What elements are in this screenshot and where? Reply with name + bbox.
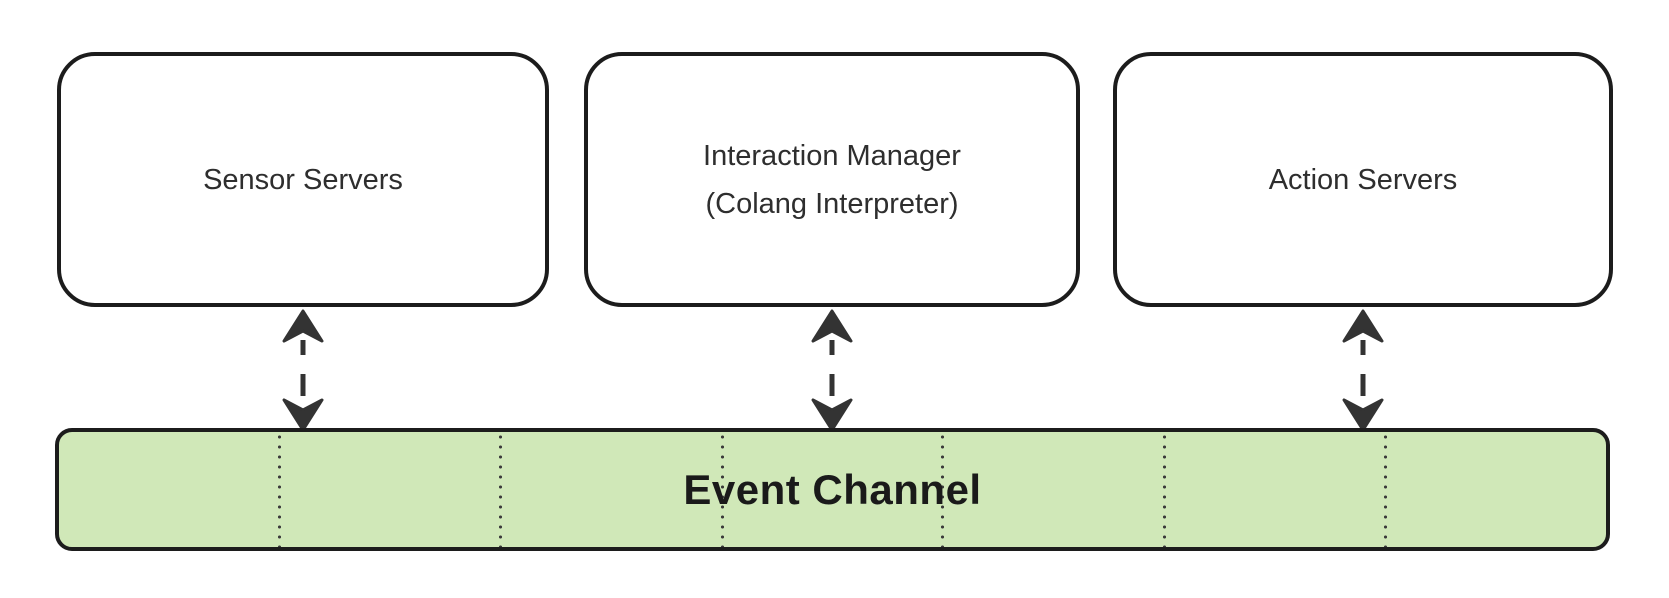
connector-sensor-to-event-channel: [282, 309, 324, 432]
arrowhead-down-icon: [811, 398, 853, 432]
node-sensor-servers: Sensor Servers: [57, 52, 549, 307]
arrowhead-up-icon: [811, 309, 853, 343]
lane-divider: [1162, 432, 1166, 547]
node-label-line: Action Servers: [1268, 163, 1458, 196]
node-label-subline: (Colang Interpreter): [705, 187, 959, 220]
lane-divider: [499, 432, 503, 547]
arrowhead-down-icon: [282, 398, 324, 432]
node-label-line: Interaction Manager: [703, 139, 961, 172]
node-sensor-servers-label: Sensor Servers: [203, 156, 403, 204]
arrowhead-up-icon: [282, 309, 324, 343]
lane-divider: [278, 432, 282, 547]
lane-divider: [1383, 432, 1387, 547]
connector-action-servers-to-event-channel: [1342, 309, 1384, 432]
node-interaction-manager: Interaction Manager (Colang Interpreter): [584, 52, 1080, 307]
lane-divider: [720, 432, 724, 547]
event-channel-label: Event Channel: [683, 465, 982, 513]
node-action-servers-label: Action Servers: [1269, 156, 1458, 204]
lane-divider: [941, 432, 945, 547]
event-channel-bar: Event Channel: [55, 428, 1610, 551]
arrowhead-down-icon: [1342, 398, 1384, 432]
node-label-line: Sensor Servers: [203, 163, 403, 196]
connector-interaction-manager-to-event-channel: [811, 309, 853, 432]
node-interaction-manager-label: Interaction Manager (Colang Interpreter): [703, 132, 961, 228]
node-action-servers: Action Servers: [1113, 52, 1613, 307]
arrowhead-up-icon: [1342, 309, 1384, 343]
